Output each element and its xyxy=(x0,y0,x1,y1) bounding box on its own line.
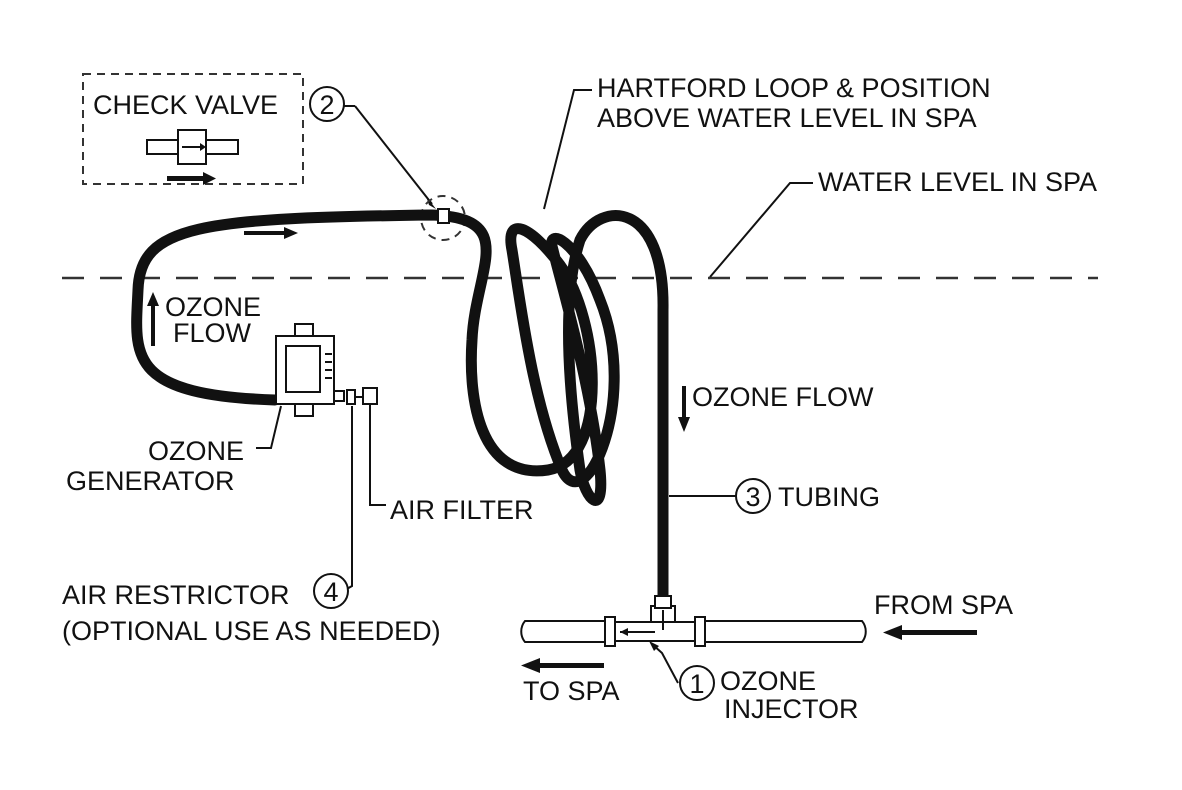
from-spa-arrow xyxy=(883,625,977,640)
callout-2-arrowhead xyxy=(426,196,436,209)
water-level-label: WATER LEVEL IN SPA xyxy=(818,167,1097,197)
ozone-hose xyxy=(131,209,669,601)
air-restrictor-label-line2: (OPTIONAL USE AS NEEDED) xyxy=(62,616,441,646)
hartford-loop-label-line2: ABOVE WATER LEVEL IN SPA xyxy=(597,103,977,133)
ozone-injector-label-line1: OZONE xyxy=(720,666,816,696)
tubing-label: TUBING xyxy=(778,482,880,512)
air-restrictor-label-line1: AIR RESTRICTOR xyxy=(62,580,290,610)
left-ozone-flow-label-line2: FLOW xyxy=(173,318,252,348)
callout-4-number: 4 xyxy=(323,577,338,607)
to-spa-label: TO SPA xyxy=(523,676,620,706)
check-valve-fitting xyxy=(437,208,450,224)
spa-return-pipe xyxy=(520,620,867,643)
ozone-generator-label-line2: GENERATOR xyxy=(66,466,235,496)
right-ozone-flow-label: OZONE FLOW xyxy=(692,382,874,412)
air-restrictor-icon xyxy=(346,389,356,405)
ozone-generator-icon xyxy=(275,323,345,417)
callout-2-leader-diagonal xyxy=(354,105,433,205)
ozone-generator-leader xyxy=(256,405,282,449)
callout-1-leader xyxy=(651,643,679,684)
check-valve-flow-arrow xyxy=(167,172,216,185)
callout-4-circle xyxy=(313,573,349,609)
callout-1-arrowhead xyxy=(649,641,659,651)
hartford-loop-label-line1: HARTFORD LOOP & POSITION xyxy=(597,73,991,103)
callout-1-circle xyxy=(679,665,715,701)
ozone-injector-label-line2: INJECTOR xyxy=(724,694,859,724)
check-valve-icon xyxy=(146,129,239,165)
callout-2-number: 2 xyxy=(319,90,334,120)
from-spa-label: FROM SPA xyxy=(874,590,1013,620)
left-ozone-flow-label-line1: OZONE xyxy=(165,292,261,322)
hose-flow-arrow xyxy=(244,227,298,239)
check-valve-label: CHECK VALVE xyxy=(93,90,278,120)
right-ozone-flow-arrow xyxy=(678,386,690,432)
callout-3-circle xyxy=(735,478,771,514)
ozone-generator-label-line1: OZONE xyxy=(148,436,244,466)
to-spa-arrow xyxy=(521,658,604,673)
callout-3-number: 3 xyxy=(745,482,760,512)
hartford-loop-leader xyxy=(543,89,592,210)
air-filter-icon xyxy=(362,387,378,405)
air-filter-label: AIR FILTER xyxy=(390,495,534,525)
callout-2-circle xyxy=(309,86,345,122)
callout-1-number: 1 xyxy=(689,669,704,699)
check-valve-inset-box xyxy=(82,73,304,185)
water-level-leader xyxy=(709,182,813,278)
left-ozone-flow-arrow xyxy=(147,292,159,346)
air-filter-leader xyxy=(369,405,386,506)
air-restrictor-leader xyxy=(344,406,353,591)
ozone-injector-icon xyxy=(604,595,706,647)
